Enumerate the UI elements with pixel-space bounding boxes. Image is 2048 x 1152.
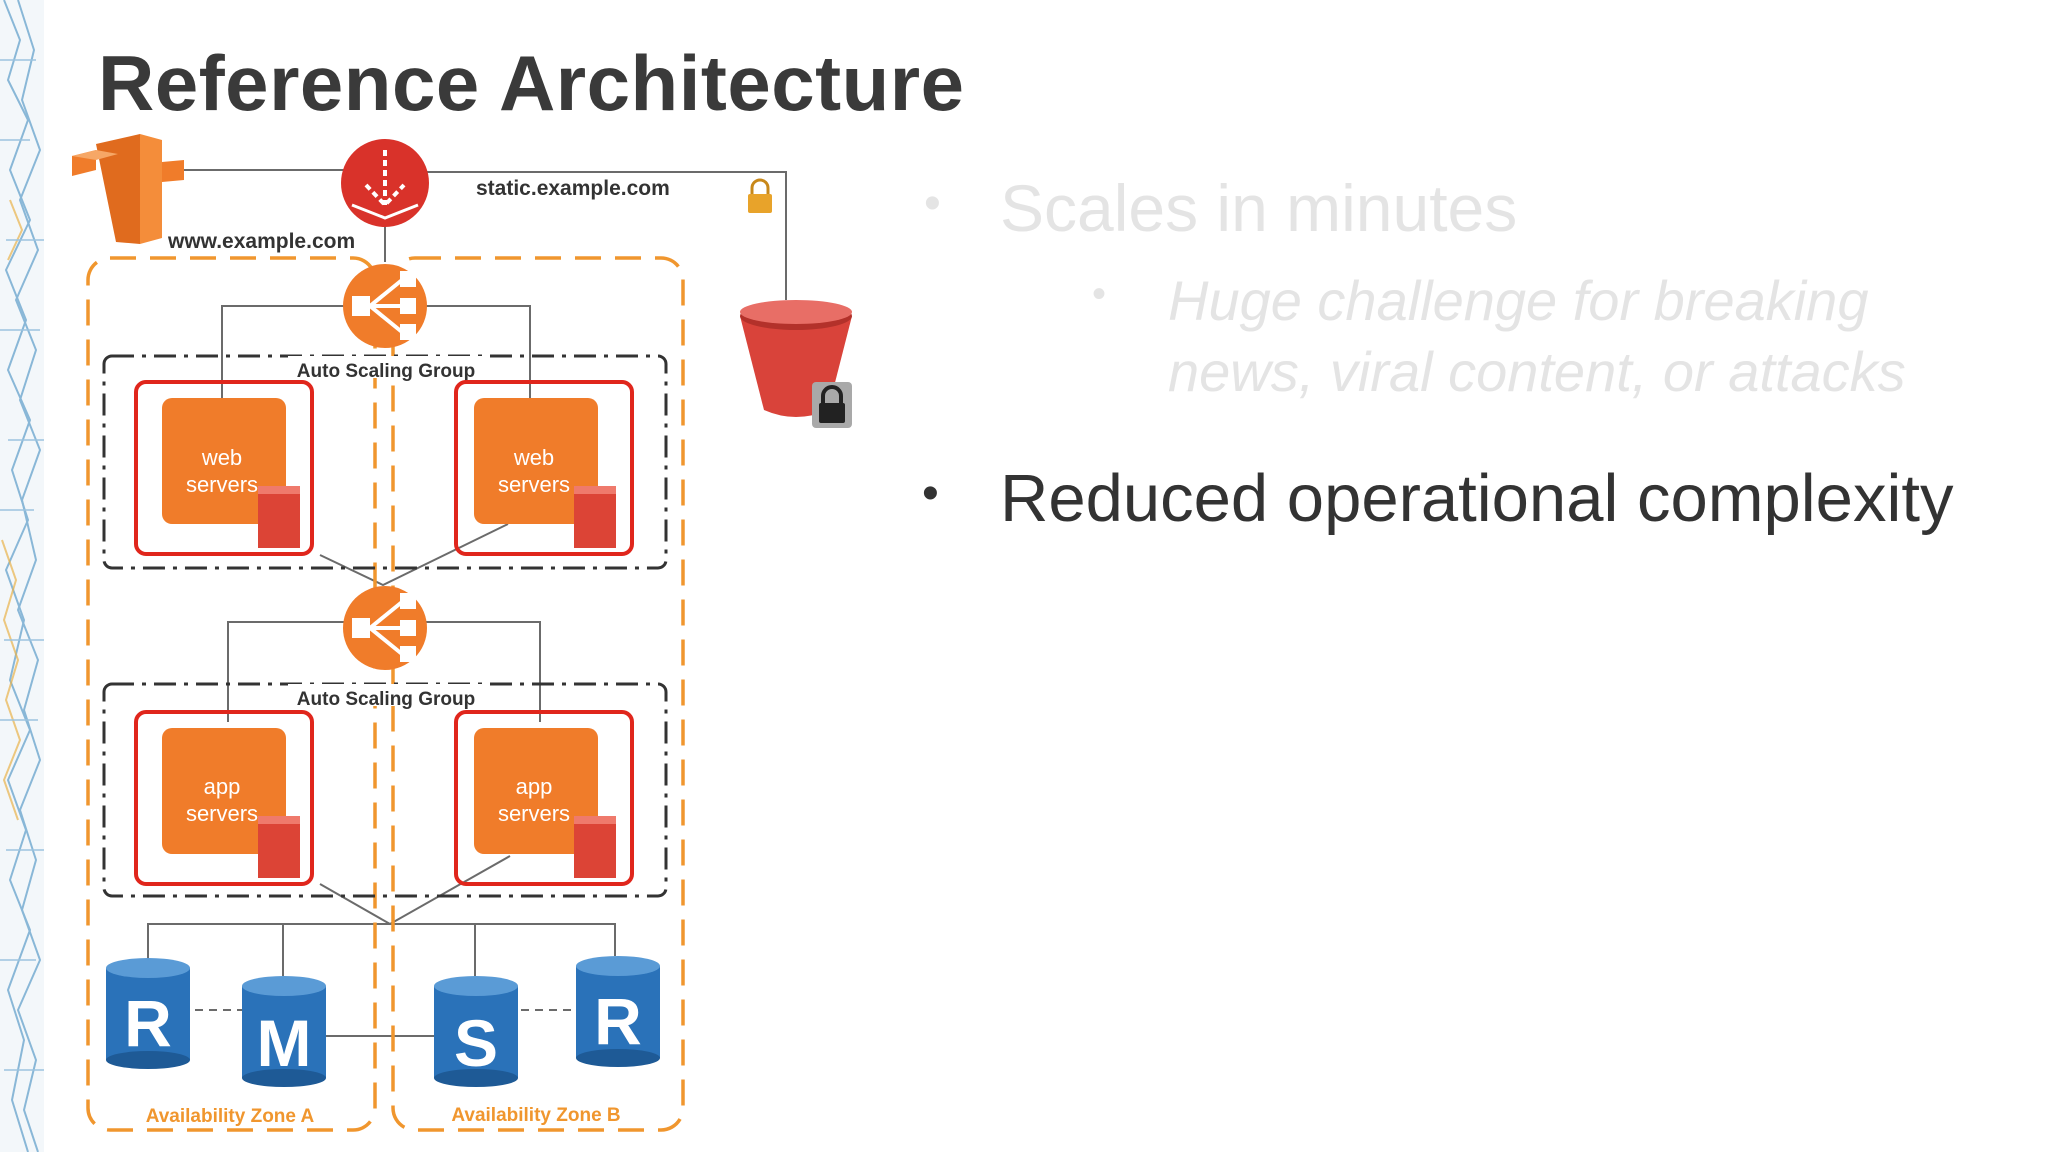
cloudfront-icon: [341, 139, 429, 227]
load-balancer-web-icon: [343, 264, 427, 348]
app-servers-b-label-line1: app: [516, 774, 553, 799]
route53-dns-icon: [72, 134, 184, 244]
s3-lock-icon: [812, 382, 852, 428]
app-servers-b: app servers: [454, 710, 634, 886]
auto-scaling-group-label-app: Auto Scaling Group: [297, 689, 475, 710]
web-servers-b-label-line2: servers: [498, 472, 570, 497]
bullet-marker-2: •: [922, 467, 939, 520]
database-replica-b-letter: R: [594, 984, 642, 1058]
bullet-marker-sub: •: [1092, 272, 1107, 316]
database-replica-b-icon: R: [576, 956, 660, 1067]
web-servers-a-label-line2: servers: [186, 472, 258, 497]
app-servers-a-label-line2: servers: [186, 801, 258, 826]
app-servers-a-label-line1: app: [204, 774, 241, 799]
app-servers-b-label-line2: servers: [498, 801, 570, 826]
database-master-letter: M: [257, 1006, 312, 1080]
database-standby-letter: S: [454, 1006, 498, 1080]
web-servers-a: web servers: [134, 380, 314, 556]
bullet-marker-1: •: [924, 177, 941, 230]
database-master-icon: M: [242, 976, 326, 1087]
web-servers-b: web servers: [454, 380, 634, 556]
connection-lines: [147, 169, 787, 1037]
availability-zone-b-frame: [391, 256, 685, 1132]
dns-label-web: www.example.com: [167, 230, 355, 253]
decorative-left-strip: [0, 0, 48, 1152]
lock-icon: [748, 178, 772, 213]
load-balancer-app-icon: [343, 586, 427, 670]
bullet-reduced-complexity: Reduced operational complexity: [1000, 461, 1954, 536]
web-servers-a-label-line1: web: [201, 445, 242, 470]
database-replica-a-icon: R: [106, 958, 190, 1069]
bullet-sub-huge-challenge: Huge challenge for breaking news, viral …: [1168, 269, 1906, 403]
auto-scaling-group-label-web: Auto Scaling Group: [297, 361, 475, 382]
slide-title: Reference Architecture: [98, 39, 965, 127]
availability-zone-b-label: Availability Zone B: [451, 1105, 620, 1126]
database-replica-a-letter: R: [124, 986, 172, 1060]
architecture-diagram: Auto Scaling Group Auto Scaling Group ww…: [72, 134, 852, 1132]
database-standby-icon: S: [434, 976, 518, 1087]
availability-zone-a-label: Availability Zone A: [146, 1106, 315, 1127]
dns-label-static: static.example.com: [476, 177, 670, 200]
web-servers-b-label-line1: web: [513, 445, 554, 470]
app-servers-a: app servers: [134, 710, 314, 886]
bullet-scales-in-minutes: Scales in minutes: [1000, 171, 1518, 245]
